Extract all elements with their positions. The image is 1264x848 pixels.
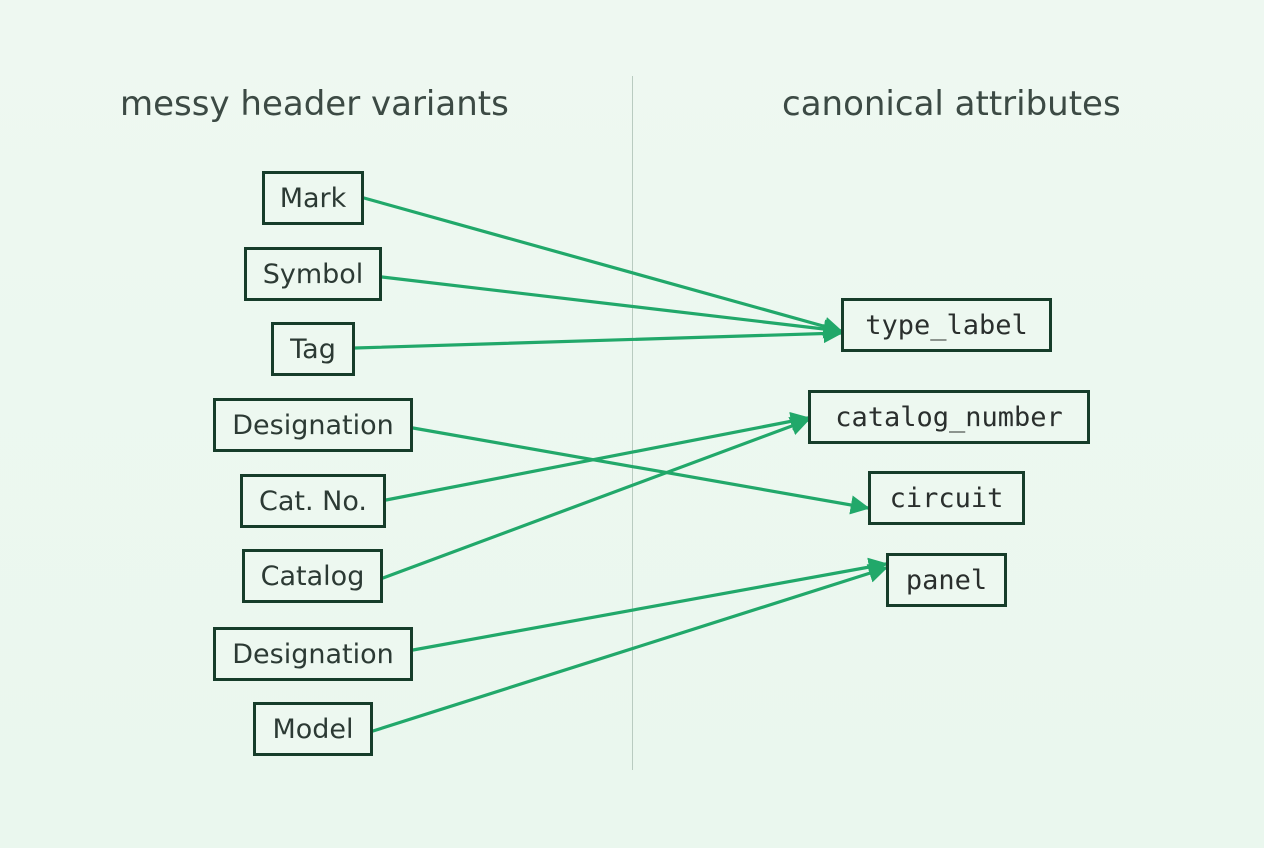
arrow-2-to-type-label [380,275,843,339]
column-divider [632,76,633,770]
right-column-title: canonical attributes [782,84,1121,124]
arrow-4-to-circuit [411,426,870,515]
arrow-6-to-catalog-number [381,417,810,580]
arrow-8-to-panel [371,564,888,733]
left-column-title: messy header variants [120,84,509,124]
arrow-3-to-type-label [353,323,843,350]
arrow-5-to-catalog-number [384,411,810,502]
attribute-box-type-label[interactable]: type_label [841,298,1052,352]
arrow-7-to-panel [411,557,888,652]
variant-box-symbol[interactable]: Symbol [244,247,382,301]
variant-box-tag[interactable]: Tag [271,322,355,376]
attribute-box-panel[interactable]: panel [886,553,1007,607]
variant-box-designation-1[interactable]: Designation [213,398,413,452]
variant-box-mark[interactable]: Mark [262,171,364,225]
attribute-box-circuit[interactable]: circuit [868,471,1025,525]
variant-box-designation-2[interactable]: Designation [213,627,413,681]
variant-box-cat-no[interactable]: Cat. No. [240,474,386,528]
attribute-box-catalog-number[interactable]: catalog_number [808,390,1090,444]
variant-box-model[interactable]: Model [253,702,373,756]
arrow-1-to-type-label [362,196,843,336]
variant-box-catalog[interactable]: Catalog [242,549,383,603]
